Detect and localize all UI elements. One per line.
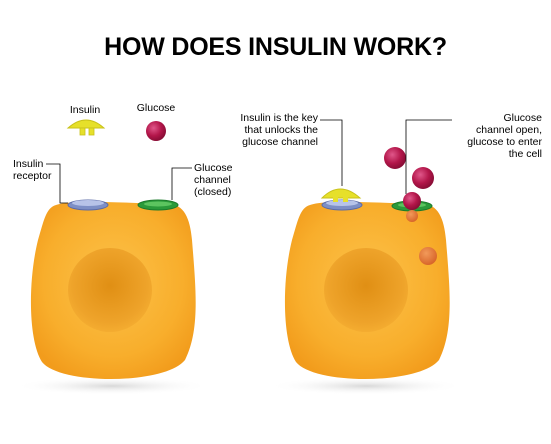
- right-cell-shadow: [268, 377, 464, 395]
- glucose-entering-channel: [403, 192, 421, 210]
- legend-insulin-icon: [66, 119, 106, 136]
- left-glucose-channel-closed: [137, 199, 179, 211]
- glucose-channel-closed-label: Glucose channel (closed): [194, 162, 233, 198]
- right-insulin-receptor: [321, 199, 363, 211]
- key-leader-line: [320, 119, 343, 186]
- insulin-receptor-label: Insulin receptor: [13, 158, 52, 182]
- glucose-inside-1: [406, 210, 418, 222]
- insulin-key-label: Insulin is the key that unlocks the gluc…: [240, 112, 318, 148]
- left-insulin-receptor: [67, 199, 109, 211]
- legend-glucose-icon: [146, 121, 166, 141]
- bound-insulin-icon: [320, 188, 362, 202]
- right-cell-nucleus: [324, 248, 408, 332]
- glucose-inside-2: [419, 247, 437, 265]
- glucose-outside-1: [384, 147, 406, 169]
- channel-closed-leader-line: [171, 167, 192, 200]
- channel-open-leader-line: [405, 119, 452, 194]
- legend-insulin-label: Insulin: [69, 104, 101, 116]
- legend-glucose-label: Glucose: [136, 102, 176, 114]
- glucose-outside-2: [412, 167, 434, 189]
- glucose-channel-open-label: Glucose channel open, glucose to enter t…: [467, 112, 542, 160]
- left-cell-nucleus: [68, 248, 152, 332]
- diagram-title: HOW DOES INSULIN WORK?: [104, 33, 447, 61]
- receptor-leader-line: [46, 163, 68, 204]
- left-cell-shadow: [14, 377, 210, 395]
